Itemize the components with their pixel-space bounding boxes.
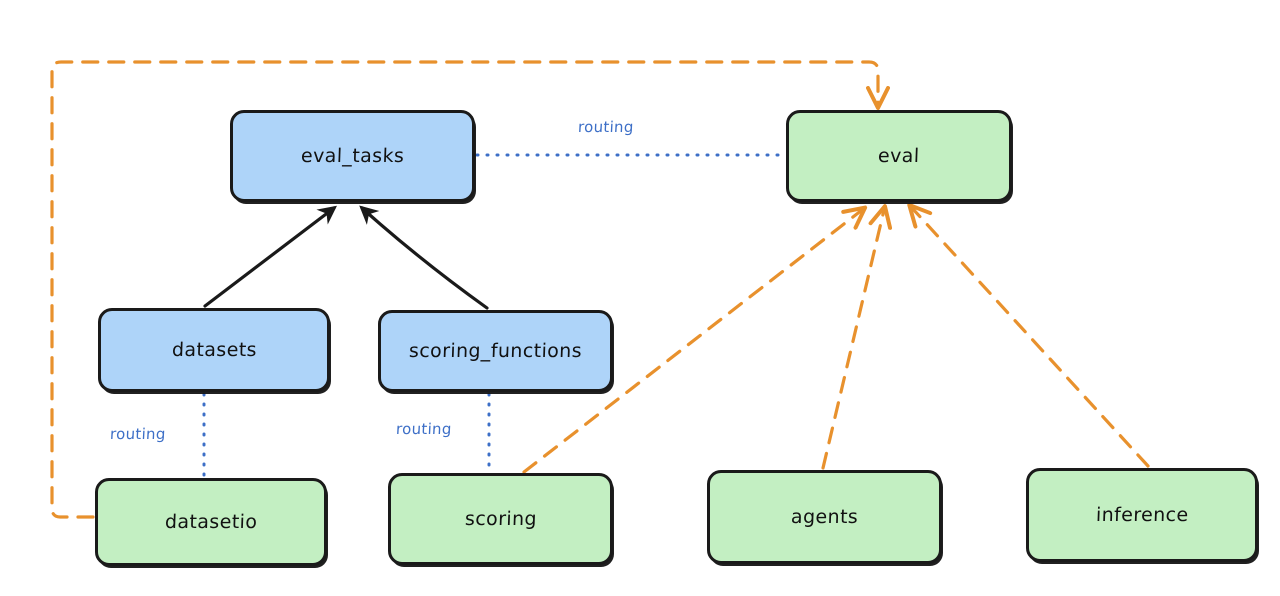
node-datasetio[interactable]: datasetio [95, 478, 327, 566]
node-scoring-functions[interactable]: scoring_functions [378, 310, 613, 392]
node-eval-tasks[interactable]: eval_tasks [230, 110, 475, 202]
edge-datasets-to-eval-tasks [203, 205, 337, 308]
node-label-eval: eval [877, 145, 921, 167]
node-label-eval-tasks: eval_tasks [300, 145, 405, 167]
node-datasets[interactable]: datasets [98, 308, 330, 392]
node-scoring[interactable]: scoring [388, 473, 613, 565]
edge-agents-to-eval [821, 204, 893, 470]
node-agents[interactable]: agents [707, 470, 942, 564]
node-inference[interactable]: inference [1026, 468, 1258, 562]
edge-label-routing-datasetio: routing [109, 425, 167, 443]
edge-inference-to-eval [907, 203, 1150, 468]
edge-label-routing-scoring: routing [395, 420, 453, 438]
node-label-datasetio: datasetio [164, 511, 258, 533]
edge-label-routing-eval: routing [577, 118, 635, 136]
edge-scoring-functions-to-eval-tasks [359, 205, 489, 310]
node-label-scoring: scoring [464, 508, 537, 530]
node-eval[interactable]: eval [786, 110, 1012, 202]
node-label-agents: agents [790, 506, 859, 528]
node-label-datasets: datasets [171, 339, 257, 361]
node-label-inference: inference [1095, 504, 1189, 526]
node-label-scoring-functions: scoring_functions [408, 340, 583, 362]
